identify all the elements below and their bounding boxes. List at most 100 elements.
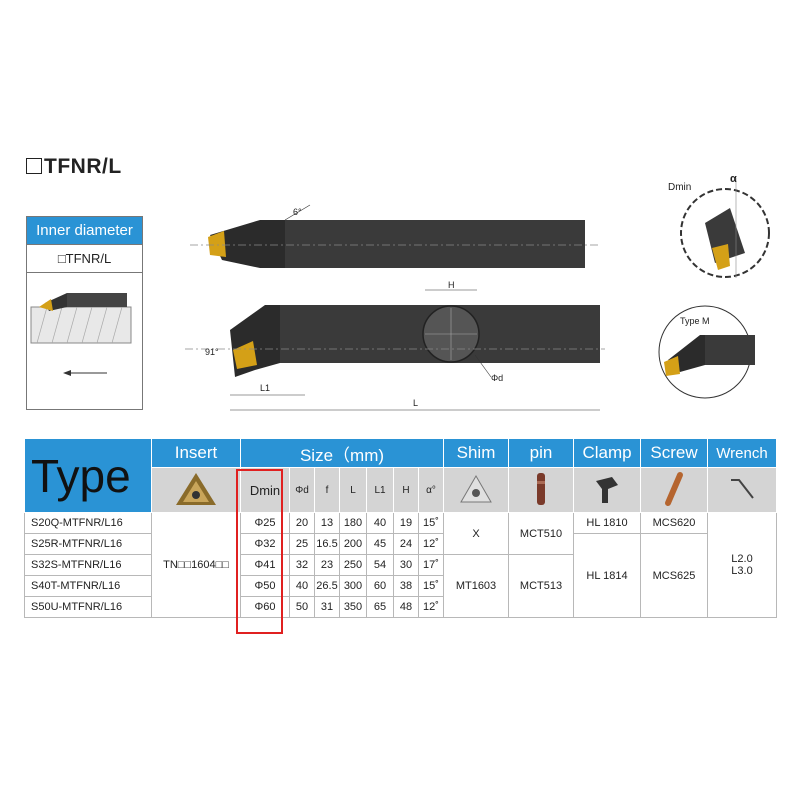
f-cell: 16.5: [314, 533, 340, 555]
l1-cell: 60: [366, 575, 394, 597]
h-cell: 19: [393, 512, 419, 534]
f-cell: 23: [314, 554, 340, 576]
shim-image-cell: [443, 467, 509, 513]
f-cell: 13: [314, 512, 340, 534]
table-row: S32S-MTFNR/L16 Φ41 32 23 250 54 30 17˚ M…: [24, 554, 777, 618]
wrench-value-2: L3.0: [731, 565, 753, 577]
col-l: L: [339, 467, 367, 513]
l1-cell: 45: [366, 533, 394, 555]
table-row: S20Q-MTFNR/L16 TN□□1604□□ Φ25 20 13 180 …: [24, 512, 777, 618]
pin-icon: [537, 472, 545, 505]
model-cell: S50U-MTFNR/L16: [24, 596, 152, 618]
l1-cell: 65: [366, 596, 394, 618]
l-cell: 200: [339, 533, 367, 555]
table-row: S50U-MTFNR/L16 Φ60 50 31 350 65 48 12˚: [24, 596, 777, 618]
l-cell: 180: [339, 512, 367, 534]
col-f: f: [314, 467, 340, 513]
insert-image-cell: [151, 467, 241, 513]
alpha-cell: 15˚: [418, 575, 444, 597]
pin-value: MCT510: [508, 512, 574, 555]
screw-icon: [665, 471, 683, 506]
wrench-image-cell: [707, 467, 777, 513]
boring-illustration: [30, 293, 132, 376]
dmin-label: Dmin: [668, 182, 691, 193]
h-label: H: [448, 280, 455, 290]
screw-value: MCS620: [640, 512, 708, 534]
l-cell: 350: [339, 596, 367, 618]
panel-header: Inner diameter: [27, 217, 142, 245]
alpha-cell: 12˚: [418, 596, 444, 618]
d-cell: 40: [289, 575, 315, 597]
model-cell: S20Q-MTFNR/L16: [24, 512, 152, 534]
h-cell: 38: [393, 575, 419, 597]
l1-cell: 54: [366, 554, 394, 576]
d-cell: 20: [289, 512, 315, 534]
type-m-label: Type M: [680, 316, 710, 326]
wrench-icon: [731, 478, 754, 499]
alpha-label: α: [730, 173, 737, 185]
shim-triangle-icon: [460, 474, 492, 502]
insert-value: TN□□1604□□: [151, 512, 241, 618]
dmin-cell: Φ25: [240, 512, 290, 534]
checkbox-glyph: [26, 158, 42, 174]
dmin-detail: Dmin α: [668, 173, 770, 278]
dmin-cell: Φ32: [240, 533, 290, 555]
model-cell: S32S-MTFNR/L16: [24, 554, 152, 576]
tool-side-view: H Φd 91° L1 L: [185, 280, 605, 411]
d-cell: 25: [289, 533, 315, 555]
type-header: Type: [24, 438, 152, 513]
model-cell: S25R-MTFNR/L16: [24, 533, 152, 555]
l-cell: 300: [339, 575, 367, 597]
panel-subtitle-text: TFNR/L: [65, 251, 112, 266]
h-cell: 48: [393, 596, 419, 618]
h-cell: 24: [393, 533, 419, 555]
title-text: TFNR/L: [44, 155, 122, 178]
screw-image-cell: [640, 467, 708, 513]
dmin-cell: Φ60: [240, 596, 290, 618]
clamp-value: HL 1810: [573, 512, 641, 534]
angle-side-label: 91°: [205, 347, 219, 357]
insert-header: Insert: [151, 438, 241, 468]
h-cell: 30: [393, 554, 419, 576]
d-cell: 50: [289, 596, 315, 618]
clamp-image-cell: [573, 467, 641, 513]
col-h: H: [393, 467, 419, 513]
d-cell: 32: [289, 554, 315, 576]
pin-header: pin: [508, 438, 574, 468]
phid-label: Φd: [491, 373, 503, 383]
tool-top-view: 6°: [190, 204, 600, 268]
type-m-detail: Type M: [658, 305, 755, 399]
inner-diameter-panel: Inner diameter □TFNR/L: [26, 216, 143, 410]
l-cell: 250: [339, 554, 367, 576]
alpha-cell: 12˚: [418, 533, 444, 555]
shim-value: MT1603: [443, 554, 509, 618]
l1-cell: 40: [366, 512, 394, 534]
col-phid: Φd: [289, 467, 315, 513]
size-header: Size（mm): [240, 438, 444, 468]
screw-value: MCS625: [640, 533, 708, 618]
shim-value: X: [443, 512, 509, 555]
page-title: TFNR/L: [26, 155, 122, 179]
col-alpha: α°: [418, 467, 444, 513]
wrench-header: Wrench: [707, 438, 777, 468]
dmin-cell: Φ41: [240, 554, 290, 576]
pin-image-cell: [508, 467, 574, 513]
model-cell: S40T-MTFNR/L16: [24, 575, 152, 597]
alpha-cell: 17˚: [418, 554, 444, 576]
angle-top-label: 6°: [293, 207, 302, 217]
dmin-cell: Φ50: [240, 575, 290, 597]
f-cell: 26.5: [314, 575, 340, 597]
screw-header: Screw: [640, 438, 708, 468]
l1-label: L1: [260, 383, 270, 393]
clamp-value: HL 1814: [573, 533, 641, 618]
panel-subtitle: □TFNR/L: [27, 245, 142, 273]
table-row: S25R-MTFNR/L16 Φ32 25 16.5 200 45 24 12˚…: [24, 533, 777, 618]
col-dmin: Dmin: [240, 467, 290, 513]
l-label: L: [413, 398, 418, 408]
wrench-value-1: L2.0: [731, 553, 753, 565]
clamp-header: Clamp: [573, 438, 641, 468]
shim-header: Shim: [443, 438, 509, 468]
insert-triangle-icon: [176, 472, 216, 505]
clamp-icon: [596, 476, 618, 503]
f-cell: 31: [314, 596, 340, 618]
